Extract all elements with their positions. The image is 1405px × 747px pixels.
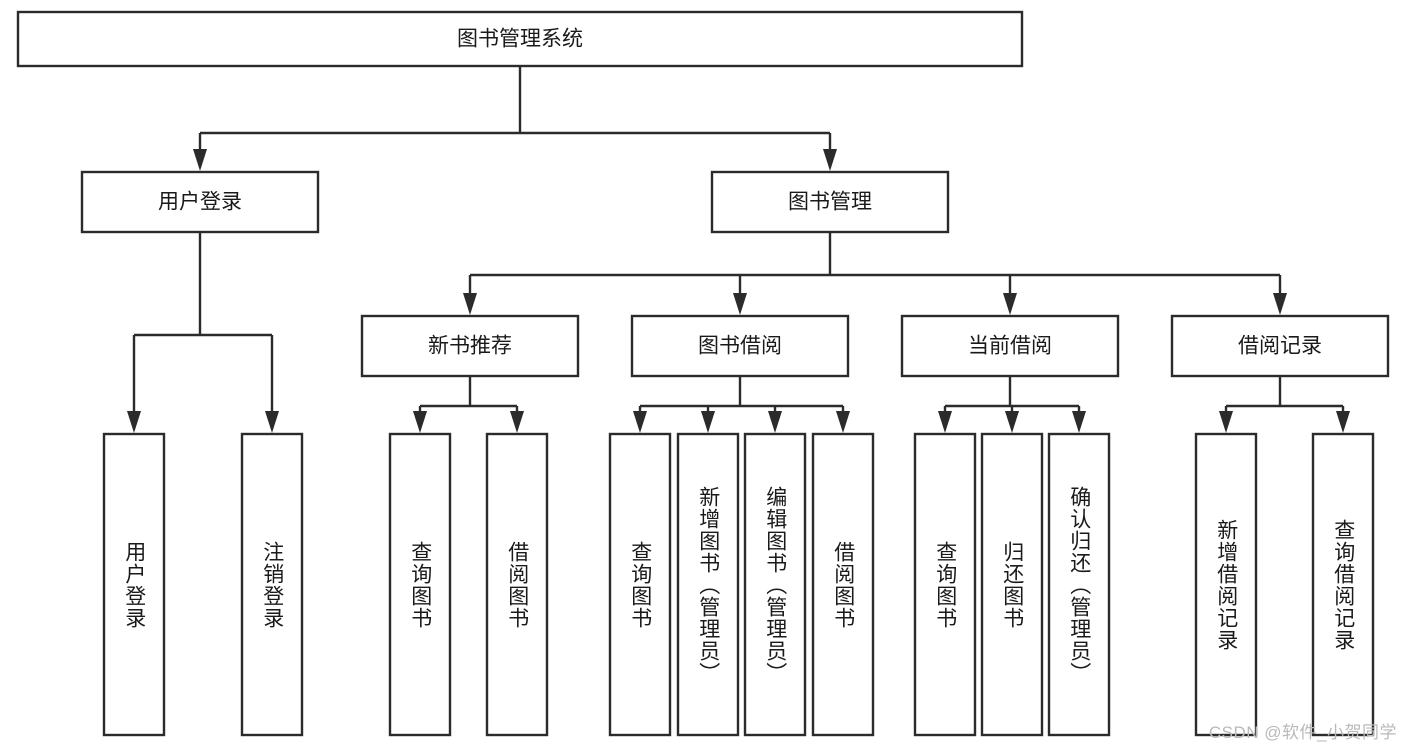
level3-box-0[interactable] (360, 314, 580, 378)
leaf-box-6[interactable] (743, 432, 807, 737)
node-box-layer (16, 10, 1390, 737)
leaf-box-12[interactable] (1311, 432, 1375, 737)
level3-label-1: 图书借阅 (698, 335, 782, 358)
leaf-box-4[interactable] (608, 432, 672, 737)
leaf-box-10[interactable] (1047, 432, 1111, 737)
level3-1-to-leaves-arrowhead-1 (701, 411, 715, 433)
leaf-box-3[interactable] (485, 432, 549, 737)
level2-box-0[interactable] (80, 170, 320, 234)
root-to-level2-arrowhead-0 (193, 149, 207, 171)
book-mgmt-to-level3-arrowhead-1 (733, 293, 747, 315)
leaf-box-9[interactable] (980, 432, 1044, 737)
book-mgmt-to-level3-arrowhead-0 (463, 293, 477, 315)
leaf-box-8[interactable] (913, 432, 977, 737)
leaf-box-0[interactable] (102, 432, 166, 737)
book-mgmt-to-level3-arrowhead-3 (1273, 293, 1287, 315)
root-to-level2-arrowhead-1 (823, 149, 837, 171)
level3-box-2[interactable] (900, 314, 1120, 378)
level3-1-to-leaves-arrowhead-3 (836, 411, 850, 433)
user-login-to-leaves-arrowhead-0 (127, 411, 141, 433)
leaf-box-5[interactable] (676, 432, 740, 737)
level3-0-to-leaves-arrowhead-1 (510, 411, 524, 433)
level3-label-2: 当前借阅 (968, 335, 1052, 358)
leaf-box-1[interactable] (240, 432, 304, 737)
level3-2-to-leaves-arrowhead-1 (1005, 411, 1019, 433)
level3-0-to-leaves-arrowhead-0 (413, 411, 427, 433)
watermark: CSDN @软件_小贺同学 (1208, 723, 1397, 742)
book-mgmt-to-level3-arrowhead-2 (1003, 293, 1017, 315)
level3-1-to-leaves-arrowhead-2 (768, 411, 782, 433)
level3-box-1[interactable] (630, 314, 850, 378)
leaf-box-7[interactable] (811, 432, 875, 737)
level3-label-3: 借阅记录 (1238, 335, 1322, 358)
level2-label-1: 图书管理 (788, 191, 872, 214)
level2-label-0: 用户登录 (158, 191, 242, 214)
level3-1-to-leaves-arrowhead-0 (633, 411, 647, 433)
level3-box-3[interactable] (1170, 314, 1390, 378)
level2-box-1[interactable] (710, 170, 950, 234)
root-box-0[interactable] (16, 10, 1024, 68)
user-login-to-leaves-arrowhead-1 (265, 411, 279, 433)
leaf-box-2[interactable] (388, 432, 452, 737)
level3-2-to-leaves-arrowhead-0 (938, 411, 952, 433)
root-label-0: 图书管理系统 (457, 28, 583, 51)
connector-layer (127, 66, 1350, 433)
level3-2-to-leaves-arrowhead-2 (1072, 411, 1086, 433)
leaf-box-11[interactable] (1194, 432, 1258, 737)
level3-3-to-leaves-arrowhead-1 (1336, 411, 1350, 433)
level3-label-0: 新书推荐 (428, 335, 512, 358)
level3-3-to-leaves-arrowhead-0 (1219, 411, 1233, 433)
